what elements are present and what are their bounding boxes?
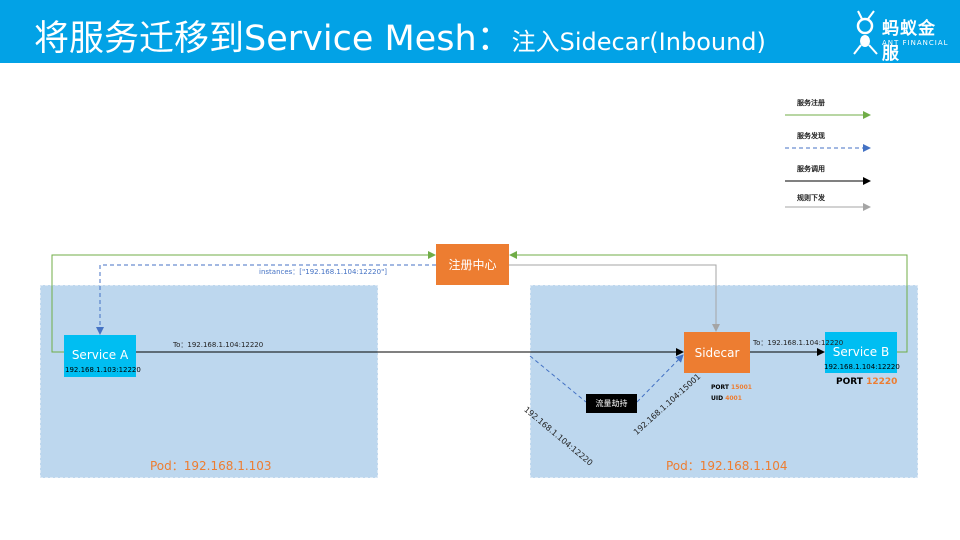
service-b-port-label: PORT xyxy=(836,377,863,387)
register-line-b xyxy=(509,251,908,353)
discovery-label: instances：["192.168.1.104:12220"] xyxy=(259,268,388,276)
legend-rule: 规则下发 xyxy=(797,194,825,202)
service-b-port: 12220 xyxy=(866,377,898,387)
service-a-box[interactable]: Service A xyxy=(64,335,136,377)
sidecar-box[interactable]: Sidecar xyxy=(684,332,750,373)
header-bar: 将服务迁移到Service Mesh：注入Sidecar(Inbound) 蚂蚁… xyxy=(0,0,960,64)
traffic-hijack-box: 流量劫持 xyxy=(586,394,637,413)
sidecar-port-label: PORT xyxy=(711,384,729,391)
register-line-a xyxy=(51,251,436,353)
title-main: 将服务迁移到Service Mesh： xyxy=(34,19,512,59)
logo-en: ANT FINANCIAL xyxy=(882,39,949,47)
title-sub: 注入Sidecar(Inbound) xyxy=(511,28,766,56)
service-a-addr: 192.168.1.103:12220 xyxy=(65,366,141,374)
registry-label: 注册中心 xyxy=(448,258,497,272)
service-b-box[interactable]: Service B xyxy=(825,332,897,373)
service-b-name: Service B xyxy=(832,345,890,359)
sidecar-name: Sidecar xyxy=(694,345,740,360)
discovery-line xyxy=(96,264,436,335)
pod-b-label: Pod：192.168.1.104 xyxy=(666,459,788,473)
sidecar-port: 15001 xyxy=(731,384,752,391)
call-label-a: To：192.168.1.104:12220 xyxy=(173,341,264,349)
hijack-label: 流量劫持 xyxy=(595,399,628,408)
logo-cn: 蚂蚁金服 xyxy=(882,19,936,64)
pod-a-label: Pod：192.168.1.103 xyxy=(150,459,272,473)
registry-box[interactable]: 注册中心 xyxy=(436,244,509,285)
ant-icon xyxy=(853,10,878,55)
legend-discovery: 服务发现 xyxy=(797,132,825,140)
pod-a xyxy=(40,285,378,478)
sidecar-uid-label: UID xyxy=(711,395,724,402)
rule-line xyxy=(509,264,720,332)
hijack-in-line xyxy=(529,355,587,403)
sidecar-uid: 4001 xyxy=(725,395,742,402)
legend-register: 服务注册 xyxy=(797,99,825,107)
legend-call: 服务调用 xyxy=(797,165,825,173)
service-a-name: Service A xyxy=(71,348,129,362)
service-b-addr: 192.168.1.104:12220 xyxy=(824,363,900,371)
slide-title: 将服务迁移到Service Mesh：注入Sidecar(Inbound) xyxy=(34,10,766,61)
pod-b xyxy=(530,285,918,478)
ant-financial-logo: 蚂蚁金服 ANT FINANCIAL xyxy=(852,8,952,64)
call-label-b: To：192.168.1.104:12220 xyxy=(753,339,844,347)
hijack-out-line xyxy=(636,354,684,403)
